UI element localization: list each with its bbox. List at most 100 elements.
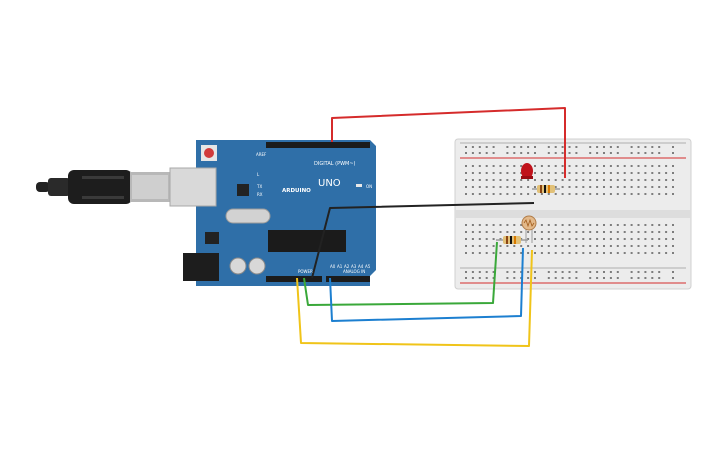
breadboard-hole[interactable] (575, 179, 578, 181)
breadboard-hole[interactable] (623, 186, 626, 188)
breadboard-hole[interactable] (672, 252, 674, 254)
breadboard-hole[interactable] (554, 277, 557, 279)
breadboard-hole[interactable] (513, 146, 516, 148)
breadboard-hole[interactable] (547, 252, 550, 254)
breadboard-hole[interactable] (513, 224, 516, 226)
breadboard-hole[interactable] (506, 224, 509, 226)
breadboard-hole[interactable] (616, 231, 619, 233)
breadboard-hole[interactable] (672, 186, 674, 188)
breadboard-hole[interactable] (554, 231, 557, 233)
breadboard-hole[interactable] (478, 238, 481, 240)
breadboard-hole[interactable] (561, 172, 564, 174)
breadboard-hole[interactable] (603, 172, 605, 174)
breadboard-hole[interactable] (582, 172, 585, 174)
breadboard-hole[interactable] (561, 152, 564, 154)
breadboard-hole[interactable] (630, 231, 633, 233)
breadboard-hole[interactable] (513, 252, 516, 254)
breadboard-hole[interactable] (630, 224, 633, 226)
breadboard-hole[interactable] (465, 146, 467, 148)
breadboard-hole[interactable] (561, 165, 564, 167)
breadboard-hole[interactable] (589, 193, 592, 195)
breadboard-hole[interactable] (554, 172, 557, 174)
breadboard-hole[interactable] (485, 231, 488, 233)
breadboard-hole[interactable] (547, 224, 550, 226)
breadboard-hole[interactable] (506, 165, 509, 167)
breadboard-hole[interactable] (589, 186, 592, 188)
breadboard-hole[interactable] (630, 179, 633, 181)
breadboard-hole[interactable] (547, 238, 550, 240)
breadboard-hole[interactable] (609, 179, 612, 181)
breadboard-hole[interactable] (547, 179, 550, 181)
breadboard-hole[interactable] (658, 271, 661, 273)
breadboard-hole[interactable] (596, 165, 599, 167)
breadboard-hole[interactable] (561, 231, 564, 233)
breadboard-hole[interactable] (644, 179, 647, 181)
breadboard-hole[interactable] (492, 252, 495, 254)
breadboard-hole[interactable] (540, 193, 543, 195)
breadboard-hole[interactable] (672, 245, 674, 247)
breadboard-hole[interactable] (547, 193, 550, 195)
breadboard-hole[interactable] (575, 277, 578, 279)
breadboard-hole[interactable] (520, 146, 523, 148)
breadboard-hole[interactable] (506, 172, 509, 174)
breadboard-hole[interactable] (609, 231, 612, 233)
breadboard-hole[interactable] (568, 172, 571, 174)
breadboard-hole[interactable] (637, 245, 640, 247)
breadboard-hole[interactable] (616, 252, 619, 254)
breadboard-hole[interactable] (492, 186, 495, 188)
breadboard-hole[interactable] (651, 172, 654, 174)
breadboard-hole[interactable] (478, 231, 481, 233)
breadboard-hole[interactable] (492, 179, 495, 181)
breadboard-hole[interactable] (672, 146, 674, 148)
breadboard-hole[interactable] (596, 271, 599, 273)
breadboard-hole[interactable] (527, 146, 530, 148)
breadboard-hole[interactable] (603, 271, 605, 273)
breadboard-hole[interactable] (603, 165, 605, 167)
breadboard-hole[interactable] (616, 193, 619, 195)
breadboard-hole[interactable] (589, 179, 592, 181)
breadboard-hole[interactable] (534, 252, 536, 254)
breadboard-hole[interactable] (485, 179, 488, 181)
breadboard-hole[interactable] (651, 271, 654, 273)
breadboard-hole[interactable] (644, 245, 647, 247)
breadboard-hole[interactable] (637, 152, 640, 154)
breadboard-hole[interactable] (513, 165, 516, 167)
breadboard-hole[interactable] (596, 277, 599, 279)
breadboard-hole[interactable] (658, 277, 661, 279)
breadboard-hole[interactable] (465, 252, 467, 254)
breadboard-hole[interactable] (672, 231, 674, 233)
breadboard-hole[interactable] (492, 172, 495, 174)
breadboard-hole[interactable] (665, 252, 668, 254)
breadboard-hole[interactable] (471, 146, 474, 148)
breadboard-hole[interactable] (520, 271, 523, 273)
breadboard-hole[interactable] (616, 238, 619, 240)
breadboard-hole[interactable] (672, 193, 674, 195)
breadboard-hole[interactable] (520, 252, 523, 254)
breadboard-hole[interactable] (644, 186, 647, 188)
breadboard-hole[interactable] (465, 193, 467, 195)
breadboard-hole[interactable] (465, 271, 467, 273)
breadboard-hole[interactable] (630, 172, 633, 174)
breadboard-hole[interactable] (534, 172, 536, 174)
breadboard-hole[interactable] (616, 271, 619, 273)
breadboard-hole[interactable] (506, 186, 509, 188)
breadboard-hole[interactable] (575, 146, 578, 148)
breadboard-hole[interactable] (534, 152, 536, 154)
breadboard-hole[interactable] (596, 252, 599, 254)
red-wire[interactable] (331, 107, 566, 178)
breadboard-hole[interactable] (561, 238, 564, 240)
breadboard-hole[interactable] (623, 224, 626, 226)
breadboard-hole[interactable] (658, 224, 661, 226)
breadboard-hole[interactable] (547, 165, 550, 167)
breadboard-hole[interactable] (596, 152, 599, 154)
breadboard-hole[interactable] (644, 252, 647, 254)
breadboard-hole[interactable] (616, 172, 619, 174)
breadboard-hole[interactable] (658, 245, 661, 247)
breadboard-hole[interactable] (465, 245, 467, 247)
breadboard-hole[interactable] (658, 172, 661, 174)
breadboard-hole[interactable] (478, 179, 481, 181)
blue-wire[interactable] (329, 247, 524, 322)
breadboard-hole[interactable] (623, 245, 626, 247)
breadboard-hole[interactable] (630, 193, 633, 195)
breadboard-hole[interactable] (651, 152, 654, 154)
